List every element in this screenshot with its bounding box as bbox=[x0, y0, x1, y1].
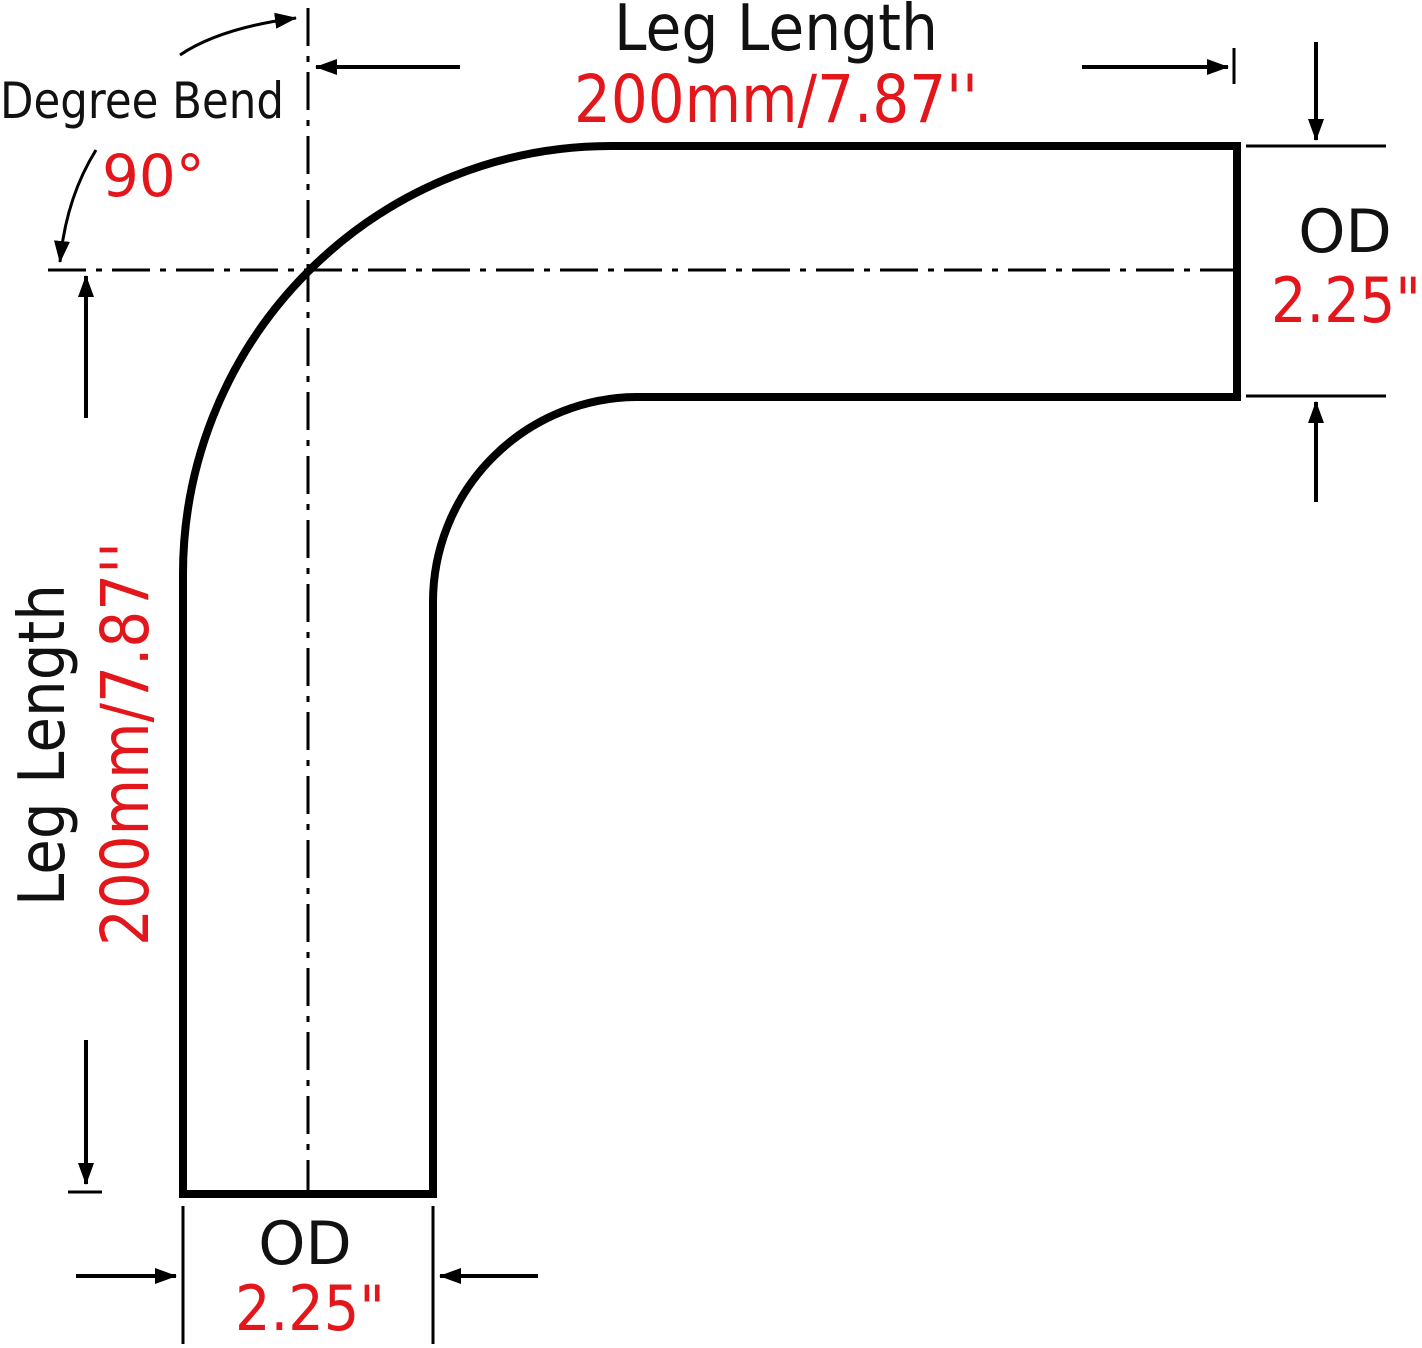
elbow-inner-wall bbox=[429, 393, 1237, 1194]
bottom-od-value: 2.25" bbox=[235, 1272, 385, 1345]
top-leg-value: 200mm/7.87'' bbox=[574, 61, 978, 138]
side-leg-value-group: 200mm/7.87'' bbox=[87, 542, 164, 946]
elbow-outer-wall bbox=[178, 142, 1237, 1194]
right-od-label: OD bbox=[1298, 197, 1391, 267]
top-leg-label: Leg Length bbox=[614, 0, 938, 66]
right-od-value: 2.25" bbox=[1271, 264, 1421, 337]
degree-bend-upper-arrow bbox=[179, 12, 297, 57]
side-leg-label: Leg Length bbox=[6, 584, 80, 906]
bottom-od-label: OD bbox=[258, 1209, 351, 1279]
degree-bend-label: Degree Bend bbox=[0, 72, 284, 130]
side-leg-text-group: Leg Length bbox=[6, 584, 80, 906]
degree-bend-value: 90° bbox=[102, 142, 205, 210]
side-leg-value: 200mm/7.87'' bbox=[87, 542, 164, 946]
degree-bend-lower-arrow bbox=[53, 149, 98, 263]
